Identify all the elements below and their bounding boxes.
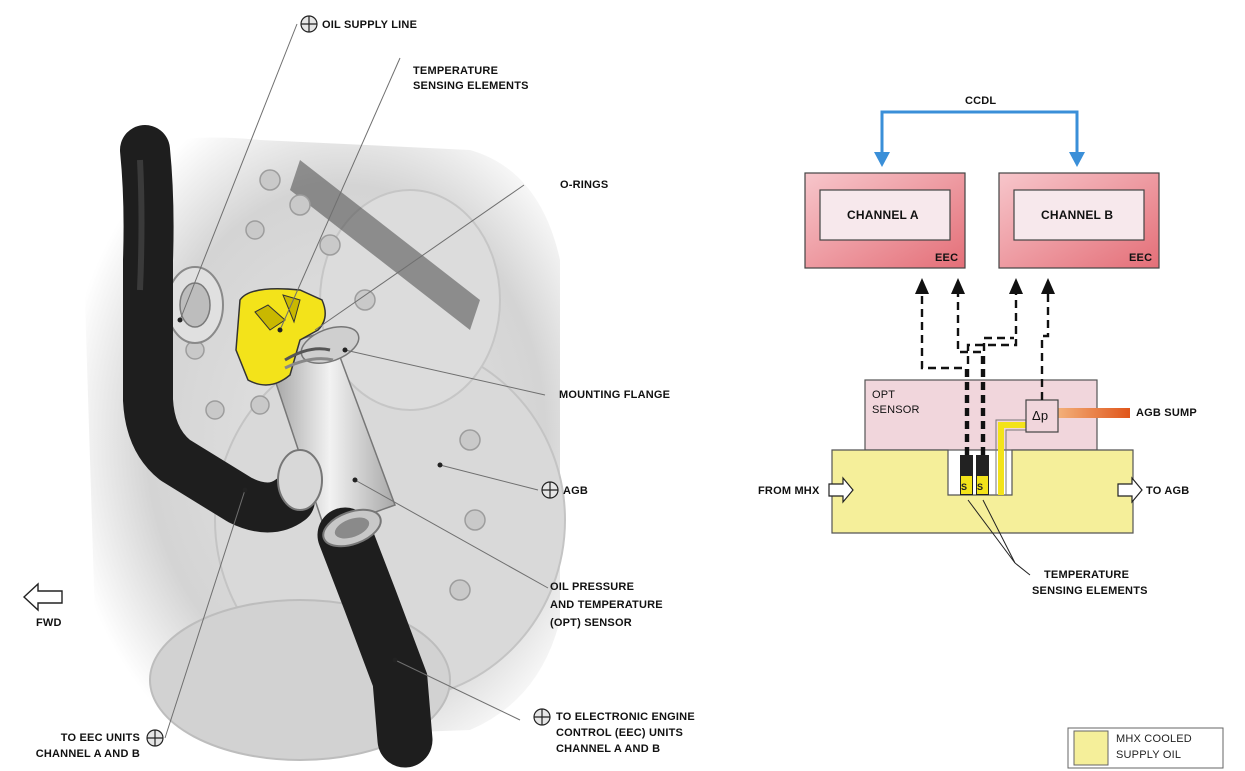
crosshair-icon [542,482,558,498]
label-ccdl: CCDL [965,94,996,108]
label-sensor-glyph-2: S [977,480,983,494]
label-schematic-temperature: TEMPERATURE [1044,568,1129,582]
label-to-electronic-line2: CONTROL (EEC) UNITS [556,726,683,740]
label-schematic-sensing-elements: SENSING ELEMENTS [1032,584,1148,598]
fwd-arrow-icon [24,584,62,610]
engine-illustration [85,138,565,761]
label-mounting-flange: MOUNTING FLANGE [559,388,670,402]
label-agb-sump: AGB SUMP [1136,406,1197,420]
label-fwd: FWD [36,616,62,630]
label-agb: AGB [563,484,588,498]
legend-label-line1: MHX COOLED [1116,732,1192,746]
label-opt-line2: AND TEMPERATURE [550,598,663,612]
label-to-eec-line2: CHANNEL A AND B [22,747,140,761]
legend-label-line2: SUPPLY OIL [1116,748,1181,762]
label-sensing-elements: SENSING ELEMENTS [413,79,529,93]
label-to-eec-line1: TO EEC UNITS [22,731,140,745]
crosshair-icon [147,730,163,746]
label-opt-line1: OIL PRESSURE [550,580,634,594]
label-eec-a: EEC [935,251,958,265]
label-delta-p: Δp [1032,409,1048,423]
label-eec-b: EEC [1129,251,1152,265]
label-opt: OPT [872,388,895,402]
label-to-agb: TO AGB [1146,484,1189,498]
label-channel-b: CHANNEL B [1041,208,1113,222]
label-sensor: SENSOR [872,403,920,417]
label-temperature: TEMPERATURE [413,64,498,78]
label-oil-supply-line: OIL SUPPLY LINE [322,18,417,32]
label-to-electronic-line3: CHANNEL A AND B [556,742,660,756]
crosshair-icon [534,709,550,725]
crosshair-icon [301,16,317,32]
label-o-rings: O-RINGS [560,178,608,192]
schematic [805,112,1159,575]
label-channel-a: CHANNEL A [847,208,919,222]
label-opt-line3: (OPT) SENSOR [550,616,632,630]
legend-swatch [1074,731,1108,765]
label-sensor-glyph-1: S [961,480,967,494]
label-from-mhx: FROM MHX [758,484,819,498]
label-to-electronic-line1: TO ELECTRONIC ENGINE [556,710,695,724]
